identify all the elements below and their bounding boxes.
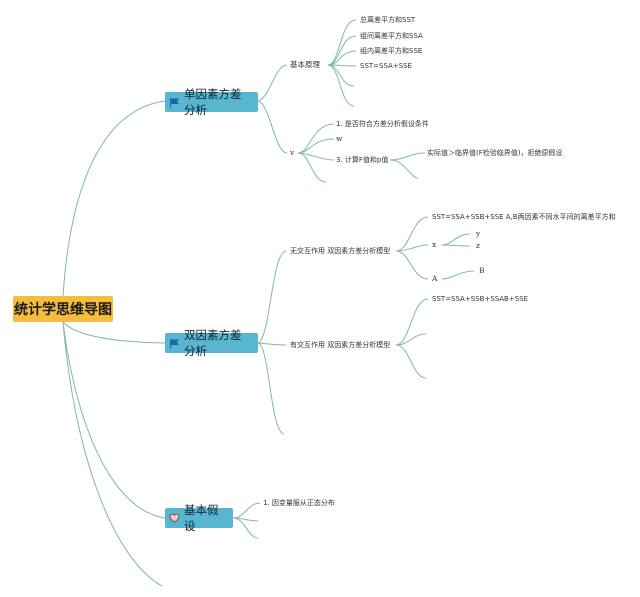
branch-v-3 bbox=[297, 152, 335, 161]
node-principle-item-3[interactable]: 组内离差平方和SSE bbox=[360, 47, 423, 55]
topic-two-way-anova[interactable]: 双因素方差分析 bbox=[165, 328, 258, 358]
branch-v-2 bbox=[297, 138, 335, 154]
branch-twoway-empty bbox=[257, 342, 285, 435]
node-y[interactable]: y bbox=[476, 229, 481, 238]
root-node[interactable]: 统计学思维导图 bbox=[13, 296, 113, 322]
branch-inter-formula bbox=[395, 298, 429, 346]
node-v-item-2[interactable]: w bbox=[336, 134, 343, 143]
node-principle-item-2[interactable]: 组间离差平方和SSA bbox=[360, 32, 423, 40]
branch-principle-5 bbox=[327, 64, 355, 87]
node-v-item-1[interactable]: 1. 是否符合方差分析假设条件 bbox=[336, 120, 429, 128]
topic-assumptions-label: 基本假设 bbox=[184, 503, 219, 533]
node-a[interactable]: A bbox=[432, 274, 438, 283]
branch-root-extra bbox=[62, 321, 163, 587]
branch-v-4 bbox=[297, 152, 327, 183]
node-principle-item-1[interactable]: 总离差平方和SST bbox=[360, 16, 416, 24]
branch-assump-3 bbox=[232, 517, 259, 539]
node-with-interaction[interactable]: 有交互作用 双因素方差分析模型 bbox=[290, 341, 391, 349]
branch-nointer-x bbox=[395, 244, 429, 252]
node-v-conclusion[interactable]: 实际值＞临界值(F检验临界值)，拒绝原假设 bbox=[427, 149, 563, 157]
node-v-item-3[interactable]: 3. 计算F值和p值 bbox=[336, 156, 389, 164]
branch-x-z bbox=[441, 244, 471, 247]
branch-calc-conclusion bbox=[389, 152, 426, 161]
branch-root-assumptions bbox=[62, 321, 166, 519]
branch-calc-empty bbox=[389, 159, 419, 179]
branch-nointer-formula bbox=[395, 216, 429, 252]
topic-assumptions[interactable]: 基本假设 bbox=[165, 503, 233, 533]
heart-icon bbox=[169, 513, 180, 523]
node-assumption-1[interactable]: 1. 因变量服从正态分布 bbox=[263, 499, 335, 507]
flag-icon bbox=[169, 97, 180, 108]
root-label: 统计学思维导图 bbox=[14, 302, 112, 318]
branch-principle-6 bbox=[327, 64, 355, 107]
node-principle-item-4[interactable]: SST=SSA+SSE bbox=[360, 62, 413, 70]
branch-inter-empty-1 bbox=[395, 333, 427, 346]
flag-icon bbox=[169, 338, 180, 349]
branch-root-twoway bbox=[62, 321, 166, 344]
branch-twoway-nointer bbox=[257, 250, 287, 344]
node-z[interactable]: z bbox=[476, 241, 480, 250]
topic-one-way-anova[interactable]: 单因素方差分析 bbox=[165, 87, 258, 117]
topic-one-way-label: 单因素方差分析 bbox=[184, 87, 242, 117]
node-x[interactable]: x bbox=[432, 240, 437, 249]
node-basic-principle[interactable]: 基本原理 bbox=[290, 60, 320, 69]
branch-principle-2 bbox=[327, 35, 357, 66]
branch-oneway-v bbox=[257, 100, 288, 154]
node-b[interactable]: B bbox=[479, 266, 485, 275]
branch-twoway-inter bbox=[257, 342, 287, 346]
branch-oneway-principle bbox=[257, 64, 288, 102]
node-no-interaction-formula[interactable]: SST=SSA+SSB+SSE A,B两因素不同水平间的离差平方和 bbox=[432, 213, 616, 221]
branch-assump-1 bbox=[232, 502, 261, 519]
node-no-interaction[interactable]: 无交互作用 双因素方差分析模型 bbox=[290, 247, 391, 255]
branch-x-y bbox=[441, 233, 471, 246]
branch-a-b bbox=[441, 270, 475, 280]
branch-root-oneway bbox=[62, 100, 166, 297]
branch-principle-1 bbox=[327, 19, 357, 66]
node-v[interactable]: v bbox=[290, 148, 295, 157]
topic-two-way-label: 双因素方差分析 bbox=[184, 328, 242, 358]
branch-v-1 bbox=[297, 123, 335, 154]
branch-inter-empty-2 bbox=[395, 344, 427, 379]
node-with-interaction-formula[interactable]: SST=SSA+SSB+SSAB+SSE bbox=[432, 295, 529, 303]
branch-nointer-a bbox=[395, 250, 429, 280]
